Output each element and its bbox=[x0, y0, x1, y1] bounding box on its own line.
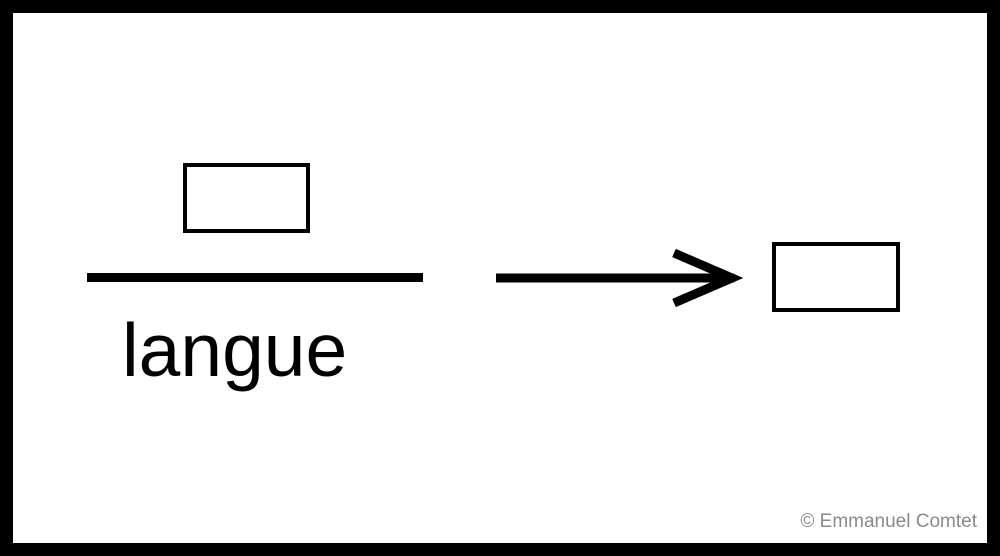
numerator-box bbox=[183, 163, 310, 233]
fraction-bar bbox=[87, 273, 423, 282]
diagram-canvas: langue © Emmanuel Comtet bbox=[13, 13, 987, 543]
right-arrow-icon bbox=[496, 248, 744, 308]
copyright-notice: © Emmanuel Comtet bbox=[800, 511, 977, 532]
result-box bbox=[772, 242, 900, 312]
arrow-head bbox=[672, 248, 744, 308]
denominator-label: langue bbox=[122, 308, 348, 392]
